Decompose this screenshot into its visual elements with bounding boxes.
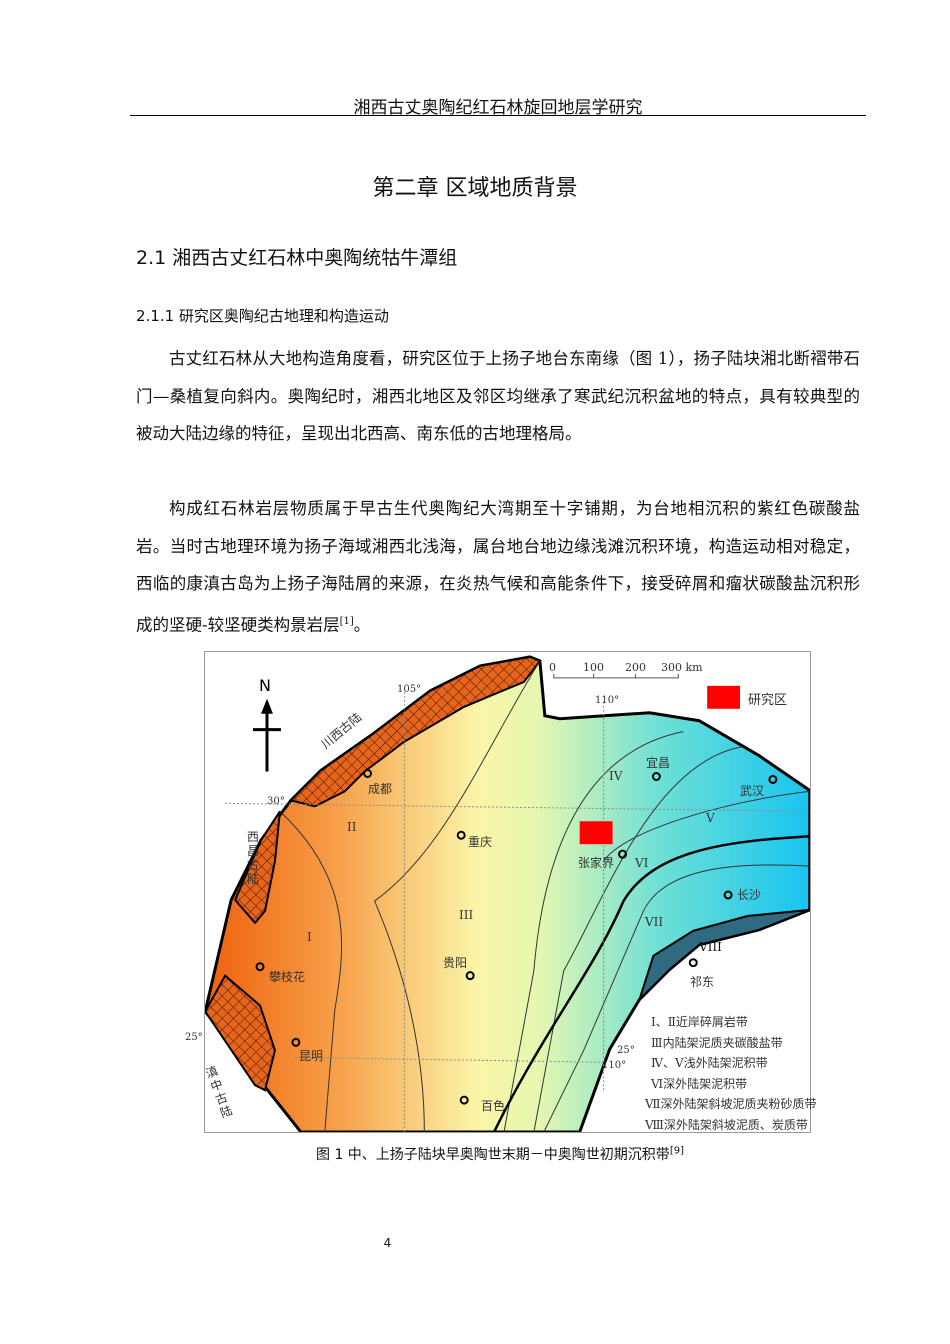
city-zhangjiajie: 张家界 [578,856,615,870]
paragraph-1: 古丈红石林从大地构造角度看，研究区位于上扬子地台东南缘（图 1），扬子陆块湘北断… [136,349,860,443]
paragraph-2: 构成红石林岩层物质属于早古生代奥陶纪大湾期至十字铺期，为台地相沉积的紫红色碳酸盐… [136,490,860,644]
north-label: N [259,676,271,695]
city-baise: 百色 [481,1099,506,1113]
city-panzhihua: 攀枝花 [269,970,306,984]
lon-110-bottom: 110° [602,1060,627,1071]
paragraph-2-end: 。 [353,615,371,634]
scale-300: 300 km [661,661,703,674]
legend-item: Ⅰ、Ⅱ近岸碎屑岩带 [651,1015,748,1029]
label-xichang-paleoland: 西昌古陆 [247,830,260,886]
city-wuhan: 武汉 [740,784,765,798]
city-chongqing: 重庆 [468,835,493,849]
city-markers [255,769,778,1105]
city-chengdu: 成都 [368,782,393,796]
lon-110-top: 110° [595,695,620,706]
zone-i: I [307,930,312,944]
chuanxi-paleoland [288,655,542,808]
xichang-paleoland [233,810,281,925]
legend-item: Ⅷ深外陆架斜坡泥质、炭质带 [645,1117,808,1132]
citation: [1] [339,615,354,627]
legend-study-area-swatch [707,685,741,709]
paleogeography-map: N 0 100 200 300 km 研究区 105° 110° 30° 25°… [185,651,817,1133]
paragraph-2-text: 构成红石林岩层物质属于早古生代奥陶纪大湾期至十字铺期，为台地相沉积的紫红色碳酸盐… [136,499,860,634]
page-number: 4 [383,1236,392,1250]
city-kunming: 昆明 [299,1049,324,1063]
zone-viii: VIII [699,940,722,954]
lon-105: 105° [397,684,422,695]
zone-vi: VI [635,856,649,870]
figure-caption-text: 图 1 中、上扬子陆块早奥陶世末期－中奥陶世初期沉积带 [316,1147,670,1163]
zone-viii [638,908,810,1001]
section-title: 2.1 湘西古丈红石林中奥陶统牯牛潭组 [136,247,458,269]
zone-ii: II [347,820,357,834]
header-rule [130,115,866,116]
legend-item: Ⅲ内陆架泥质夹碳酸盐带 [651,1035,783,1050]
zone-iii: III [459,908,474,922]
lat-25-right: 25° [617,1045,635,1056]
city-changsha: 长沙 [737,888,762,902]
city-qidong: 祁东 [690,975,715,989]
lat-25-left: 25° [185,1032,203,1043]
zone-vii: VII [645,915,664,929]
legend-item: Ⅶ深外陆架斜坡泥质夹粉砂质带 [645,1097,817,1111]
subsection-title: 2.1.1 研究区奥陶纪古地理和构造运动 [136,307,389,325]
zone-iv: IV [609,769,623,783]
map-legend: Ⅰ、Ⅱ近岸碎屑岩带 Ⅲ内陆架泥质夹碳酸盐带 Ⅳ、Ⅴ浅外陆架泥积带 Ⅵ深外陆架泥积… [645,1012,817,1135]
legend-item: Ⅳ、Ⅴ浅外陆架泥积带 [651,1056,768,1070]
chapter-title: 第二章 区域地质背景 [372,176,578,201]
city-yichang: 宜昌 [646,756,671,770]
zone-v: V [706,811,715,825]
lat-30: 30° [267,796,285,807]
legend-item: Ⅵ深外陆架泥积带 [651,1076,748,1091]
study-area-marker [579,821,613,845]
figure-caption: 图 1 中、上扬子陆块早奥陶世末期－中奥陶世初期沉积带[9] [0,1144,950,1164]
scale-200: 200 [625,661,646,674]
scale-bar [553,673,679,679]
dianzhong-paleoland [205,974,277,1092]
figure-caption-ref: [9] [669,1145,684,1157]
legend-study-area: 研究区 [748,693,788,708]
scale-100: 100 [583,661,604,674]
city-guiyang: 贵阳 [443,956,468,970]
map-graphic [205,655,810,1132]
scale-0: 0 [549,661,556,674]
north-arrow [253,706,281,772]
running-header: 湘西古丈奥陶纪红石林旋回地层学研究 [353,98,643,118]
